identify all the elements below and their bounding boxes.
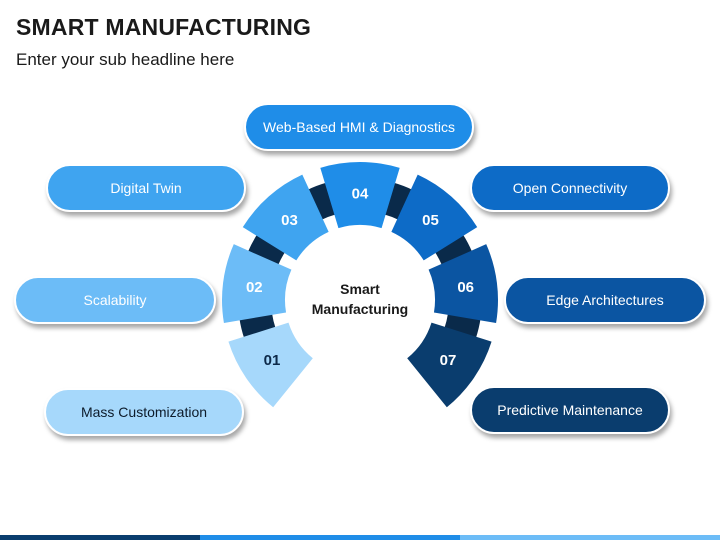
segment-number-05: 05 — [422, 212, 439, 229]
segment-number-06: 06 — [457, 279, 474, 296]
wheel-segment-05[interactable] — [391, 174, 478, 261]
pill-open-connectivity[interactable]: Open Connectivity — [470, 164, 670, 212]
center-label-line1: Smart — [340, 281, 380, 297]
wheel-segment-02[interactable] — [221, 244, 292, 323]
wheel-segment-01[interactable] — [228, 322, 313, 408]
pill-edge-architectures[interactable]: Edge Architectures — [504, 276, 706, 324]
bottom-bar-segment — [200, 535, 460, 540]
bottom-accent-bar — [0, 535, 720, 540]
pill-label: Web-Based HMI & Diagnostics — [263, 119, 455, 135]
segment-connector — [239, 313, 276, 339]
wheel-segment-03[interactable] — [242, 174, 329, 261]
page-title: SMART MANUFACTURING — [16, 14, 312, 40]
pill-label: Open Connectivity — [512, 180, 628, 196]
segment-number-01: 01 — [264, 352, 281, 369]
pill-label: Scalability — [83, 292, 147, 308]
pill-label: Predictive Maintenance — [497, 402, 643, 418]
pill-mass-customization[interactable]: Mass Customization — [44, 388, 244, 436]
pill-scalability[interactable]: Scalability — [14, 276, 216, 324]
segment-number-04: 04 — [352, 186, 369, 203]
wheel-segment-07[interactable] — [407, 322, 492, 408]
pill-digital-twin[interactable]: Digital Twin — [46, 164, 246, 212]
wheel-segment-06[interactable] — [428, 244, 498, 323]
segment-connector — [434, 233, 473, 266]
segment-number-03: 03 — [281, 212, 298, 229]
pill-label: Mass Customization — [80, 404, 208, 420]
wheel-segment-04[interactable] — [320, 162, 400, 229]
pill-web-based-hmi[interactable]: Web-Based HMI & Diagnostics — [244, 103, 474, 151]
bottom-bar-segment — [0, 535, 200, 540]
segment-connector — [444, 313, 481, 339]
segment-number-07: 07 — [440, 352, 457, 369]
center-label-line2: Manufacturing — [312, 301, 408, 317]
segment-number-02: 02 — [246, 279, 263, 296]
pill-label: Digital Twin — [110, 180, 182, 196]
segment-connector — [247, 233, 286, 266]
pill-label: Edge Architectures — [546, 292, 664, 308]
bottom-bar-segment — [460, 535, 720, 540]
pill-predictive-maintenance[interactable]: Predictive Maintenance — [470, 386, 670, 434]
page-subtitle: Enter your sub headline here — [16, 50, 235, 69]
